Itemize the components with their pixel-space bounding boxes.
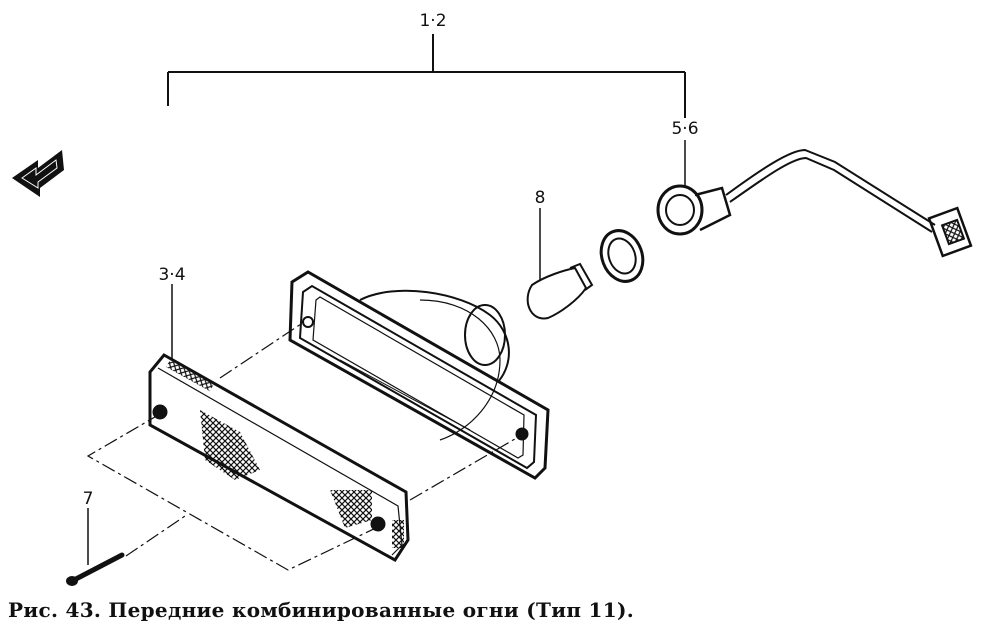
callout-bulb: 8 [535,188,546,208]
socket-and-wire [656,148,973,258]
figure-caption: Рис. 43. Передние комбинированные огни (… [8,598,635,622]
callout-socket: 5·6 [671,119,698,139]
screw [66,552,125,586]
gasket-ring [599,229,645,283]
bulb [526,262,594,320]
assembly-bracket [167,34,686,118]
forward-arrow-icon [12,150,64,197]
alignment-lines [86,321,521,571]
callout-screw: 7 [83,489,94,509]
exploded-parts-diagram: 1·2 3·4 7 [12,11,973,586]
callout-lens: 3·4 [158,265,185,285]
lens [148,353,410,562]
callout-lamp-assembly: 1·2 [419,11,446,31]
